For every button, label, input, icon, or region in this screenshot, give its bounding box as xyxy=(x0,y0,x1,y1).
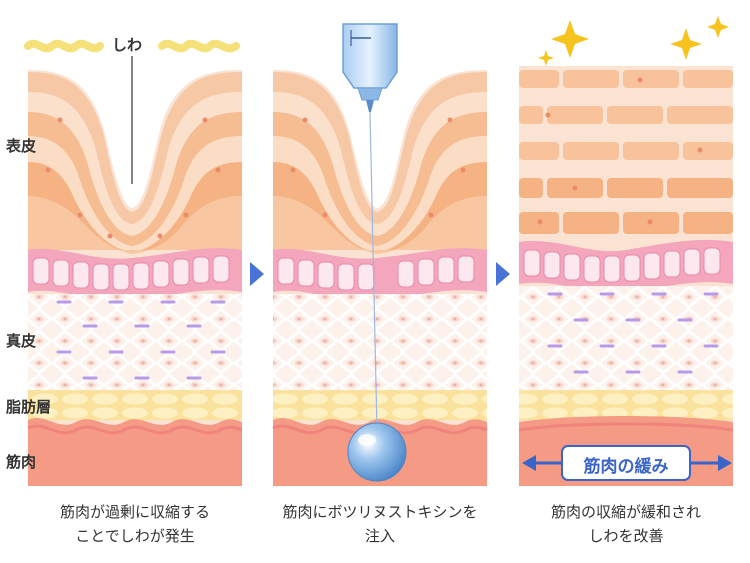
caption-step-2: 筋肉にボツリヌストキシンを 注入 xyxy=(265,500,495,548)
sparkle-icon xyxy=(538,16,729,66)
arrow-next-2 xyxy=(496,262,510,286)
syringe-icon xyxy=(342,23,398,431)
relax-arrow xyxy=(522,445,732,481)
epidermis-label: 表皮 xyxy=(6,137,37,155)
wrinkle-label: しわ xyxy=(112,36,143,54)
caption-step-3-line1: 筋肉の収縮が緩和され xyxy=(550,503,701,521)
dermis-label: 真皮 xyxy=(6,332,37,350)
muscle-relax-label: 筋肉の緩み xyxy=(583,457,669,477)
caption-step-1-line2: ことでしわが発生 xyxy=(75,527,195,545)
caption-step-2-line1: 筋肉にボツリヌストキシンを xyxy=(282,503,478,521)
botulinum-droplet-icon xyxy=(347,422,407,482)
caption-step-3: 筋肉の収縮が緩和され しわを改善 xyxy=(511,500,741,548)
muscle-label: 筋肉 xyxy=(6,453,37,471)
arrow-next-1 xyxy=(250,262,264,286)
panel-improvement xyxy=(518,66,734,486)
panel-injection xyxy=(272,66,488,486)
caption-step-2-line2: 注入 xyxy=(364,527,395,545)
panel-wrinkle-formation xyxy=(27,66,243,486)
caption-step-1-line1: 筋肉が過剰に収縮する xyxy=(59,503,210,521)
fat-label: 脂肪層 xyxy=(6,398,52,416)
caption-step-1: 筋肉が過剰に収縮する ことでしわが発生 xyxy=(20,500,250,548)
caption-step-3-line2: しわを改善 xyxy=(588,527,664,545)
